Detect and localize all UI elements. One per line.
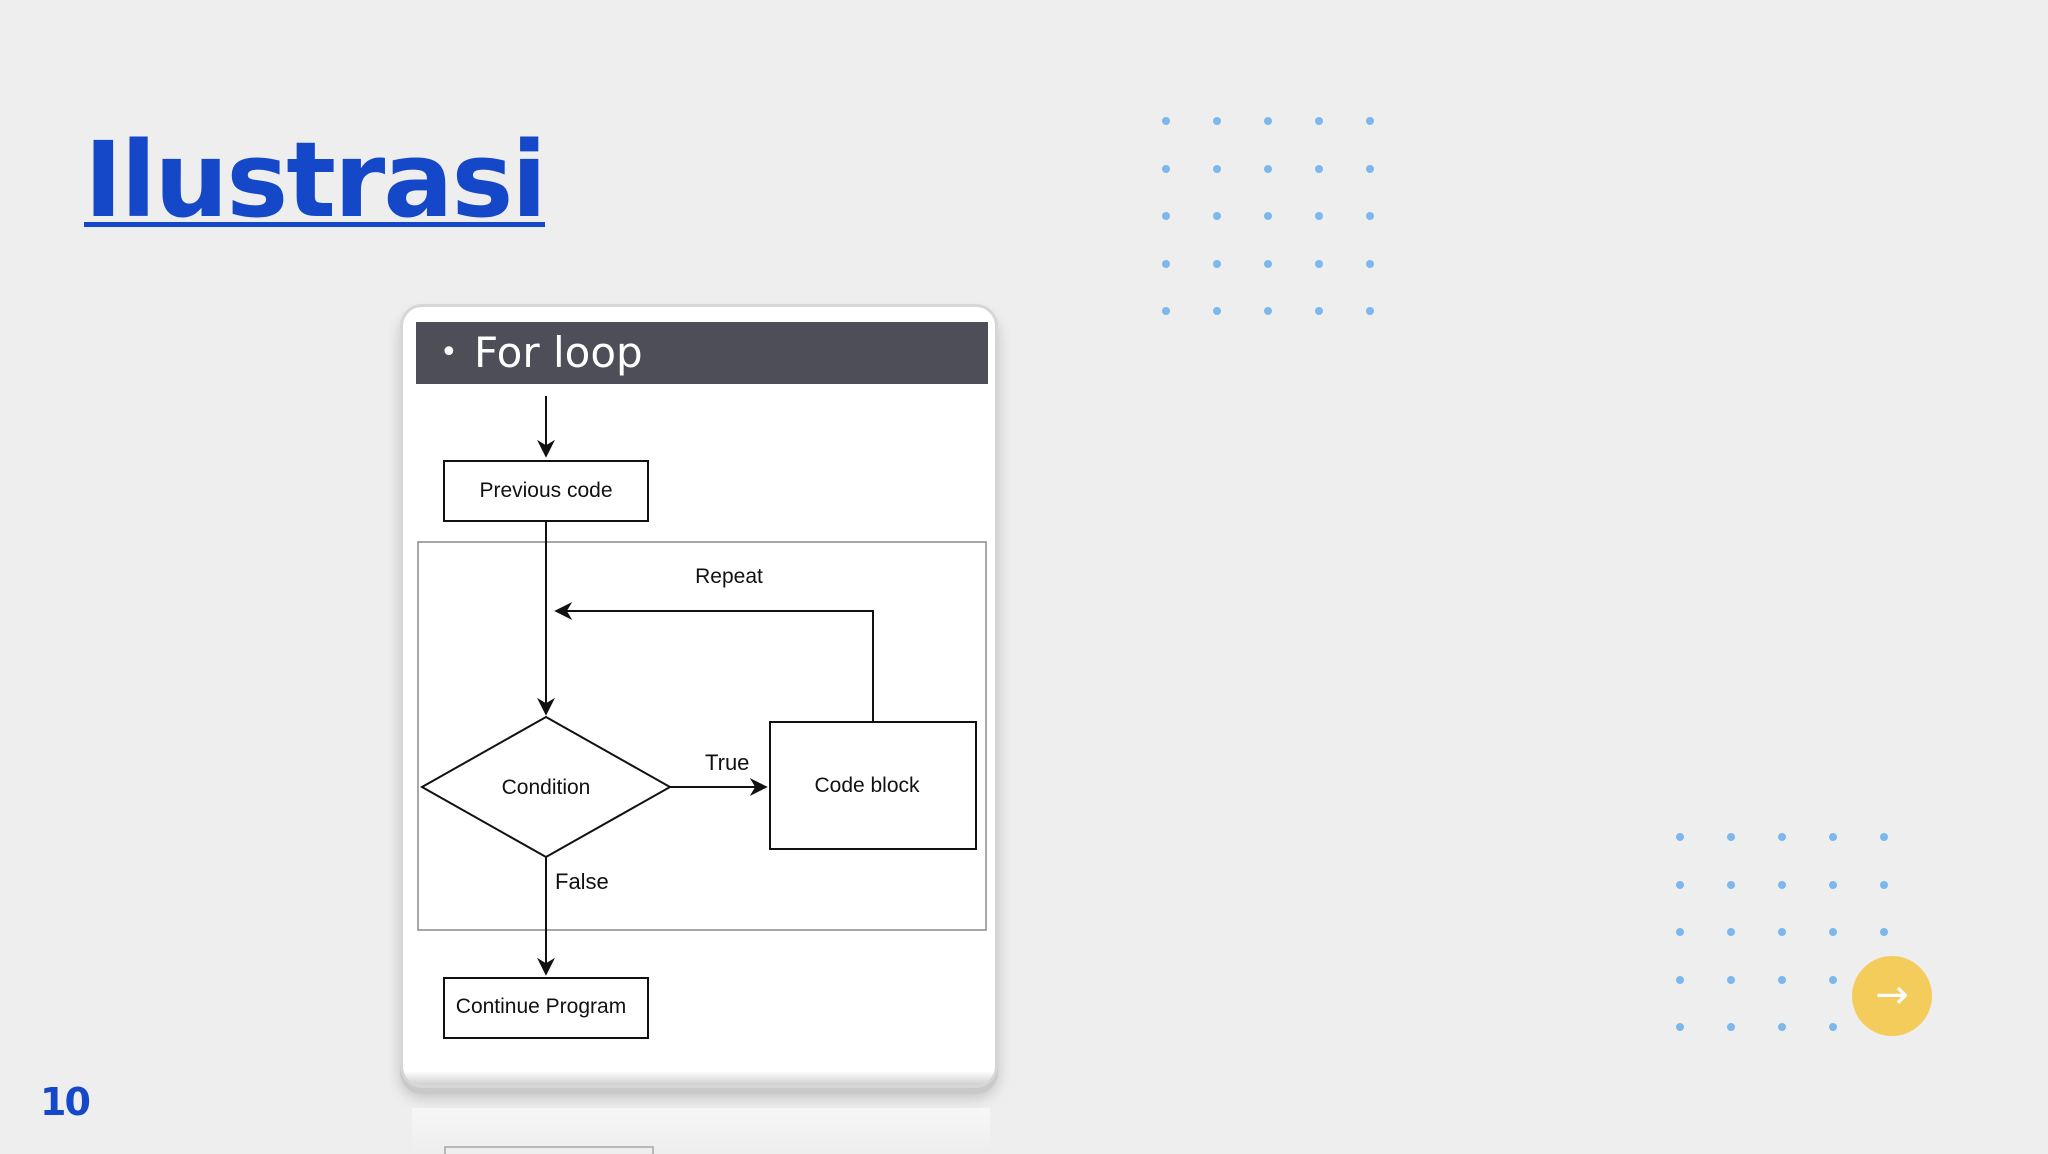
decorative-dot: [1213, 117, 1221, 125]
decorative-dot: [1315, 164, 1323, 173]
decorative-dot: [1162, 212, 1170, 220]
decorative-dot: [1829, 880, 1837, 889]
decorative-dot: [1676, 880, 1684, 889]
decorative-dot: [1676, 975, 1684, 984]
decorative-dot: [1829, 928, 1837, 936]
decorative-dot: [1829, 833, 1837, 841]
decorative-dot: [1264, 307, 1272, 315]
decorative-dot: [1366, 307, 1374, 315]
decorative-dot: [1264, 212, 1272, 220]
decorative-dot: [1880, 833, 1888, 841]
false-label: False: [555, 869, 609, 894]
decorative-dot: [1778, 1023, 1786, 1031]
decorative-dot: [1315, 259, 1323, 268]
for-loop-flowchart: Previous code Condition True Code block …: [417, 396, 987, 1039]
decorative-dot: [1778, 928, 1786, 936]
decorative-dot: [1213, 259, 1221, 268]
loop-boundary: [417, 541, 987, 931]
repeat-label: Repeat: [695, 565, 763, 588]
decorative-dot: [1880, 880, 1888, 889]
continue-program-label: Continue Program: [456, 995, 626, 1018]
decorative-dot: [1778, 880, 1786, 889]
decorative-dot: [1213, 212, 1221, 220]
decorative-dot: [1778, 975, 1786, 984]
decorative-dot: [1727, 928, 1735, 936]
decorative-dot: [1162, 307, 1170, 315]
decorative-dot: [1727, 880, 1735, 889]
decorative-dot: [1264, 259, 1272, 268]
decorative-dot: [1829, 975, 1837, 984]
code-block-box: [769, 721, 977, 850]
slide-title: Ilustrasi: [84, 119, 547, 241]
card-bottom-edge: [403, 1071, 995, 1085]
decorative-dot: [1676, 833, 1684, 841]
decorative-dot: [1727, 833, 1735, 841]
decorative-dot: [1366, 212, 1374, 220]
decorative-dot: [1676, 1023, 1684, 1031]
flowchart-header: • For loop: [416, 322, 988, 384]
decorative-dot: [1366, 164, 1374, 173]
next-slide-button[interactable]: →: [1852, 956, 1932, 1036]
header-bullet: •: [440, 335, 458, 370]
decorative-dot: [1880, 928, 1888, 936]
decorative-dot: [1676, 928, 1684, 936]
card-reflection: [412, 1108, 990, 1154]
decorative-dot: [1315, 212, 1323, 220]
decorative-dot: [1727, 975, 1735, 984]
decorative-dot: [1315, 117, 1323, 125]
arrow-right-icon: →: [1875, 972, 1909, 1018]
flowchart-card: • For loop: [400, 304, 998, 1088]
decorative-dot: [1213, 164, 1221, 173]
decorative-dot: [1264, 164, 1272, 173]
flowchart-header-title: For loop: [474, 328, 643, 377]
page-number: 10: [40, 1080, 91, 1124]
decorative-dot: [1264, 117, 1272, 125]
decorative-dot: [1829, 1023, 1837, 1031]
continue-program-box: [443, 977, 649, 1039]
true-label: True: [705, 750, 749, 775]
previous-code-label: Previous code: [479, 479, 612, 502]
previous-code-box: [443, 460, 649, 522]
code-block-label: Code block: [814, 774, 920, 797]
decorative-dot: [1213, 307, 1221, 315]
decorative-dot: [1727, 1023, 1735, 1031]
decorative-dot: [1366, 117, 1374, 125]
decorative-dot: [1162, 164, 1170, 173]
decorative-dot: [1366, 259, 1374, 268]
decorative-dot: [1162, 117, 1170, 125]
repeat-arrow: [554, 602, 874, 722]
decorative-dot: [1778, 833, 1786, 841]
decorative-dot: [1162, 259, 1170, 268]
condition-label: Condition: [502, 776, 591, 799]
decorative-dot: [1315, 307, 1323, 315]
